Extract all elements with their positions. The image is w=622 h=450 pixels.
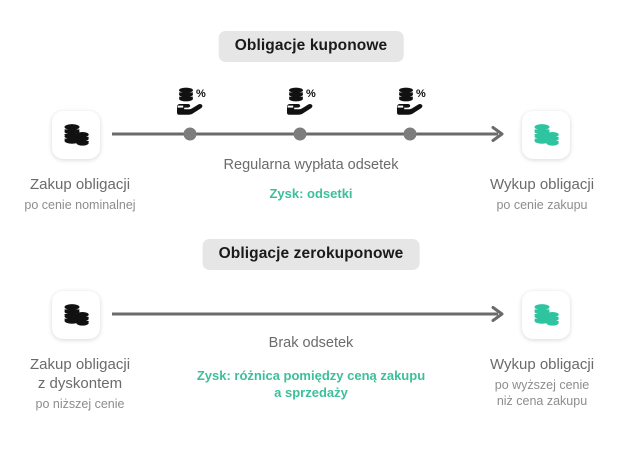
caption-title: Wykup obligacji (489, 176, 595, 193)
caption-title: Wykup obligacji (489, 356, 595, 373)
coin-stack-icon (61, 121, 91, 149)
redemption-icon-tile-zero-coupon (522, 291, 570, 339)
section-badge-coupon-bonds: Obligacje kuponowe (218, 31, 404, 62)
middle-description-zero-coupon: Brak odsetek Zysk: różnica pomiędzy ceną… (112, 334, 510, 402)
middle-main-text: Brak odsetek (268, 335, 354, 351)
coin-stack-green-icon (531, 121, 561, 149)
middle-main-text: Regularna wypłata odsetek (223, 157, 399, 173)
hand-holding-coins-percent-icon: % (395, 86, 429, 116)
coin-stack-green-icon (531, 301, 561, 329)
caption-purchase-coupon: Zakup obligacji po cenie nominalnej (0, 175, 160, 213)
hand-holding-coins-percent-icon: % (285, 86, 319, 116)
caption-title: Zakup obligacji z dyskontem (29, 356, 131, 393)
coupon-timeline-arrow (112, 124, 510, 144)
middle-gain-text: Zysk: różnica pomiędzy ceną zakupu a spr… (196, 367, 426, 400)
section-badge-zero-coupon-bonds: Obligacje zerokuponowe (202, 239, 420, 270)
caption-subtitle: po wyższej cenie niż cena zakupu (494, 378, 590, 409)
svg-text:%: % (416, 88, 426, 100)
purchase-icon-tile-coupon (52, 111, 100, 159)
svg-text:%: % (196, 88, 206, 100)
zero-coupon-timeline-arrow (112, 304, 510, 324)
caption-subtitle: po niższej cenie (35, 397, 125, 412)
coin-stack-icon (61, 301, 91, 329)
caption-subtitle: po cenie zakupu (496, 198, 588, 213)
caption-subtitle: po cenie nominalnej (24, 198, 136, 213)
redemption-icon-tile-coupon (522, 111, 570, 159)
caption-purchase-zero-coupon: Zakup obligacji z dyskontem po niższej c… (0, 355, 160, 413)
caption-title: Zakup obligacji (29, 176, 131, 193)
svg-text:%: % (306, 88, 316, 100)
middle-description-coupon: Regularna wypłata odsetek Zysk: odsetki (112, 156, 510, 203)
caption-redemption-coupon: Wykup obligacji po cenie zakupu (462, 175, 622, 213)
caption-redemption-zero-coupon: Wykup obligacji po wyższej cenie niż cen… (462, 355, 622, 410)
purchase-icon-tile-zero-coupon (52, 291, 100, 339)
hand-holding-coins-percent-icon: % (175, 86, 209, 116)
middle-gain-text: Zysk: odsetki (269, 185, 353, 201)
